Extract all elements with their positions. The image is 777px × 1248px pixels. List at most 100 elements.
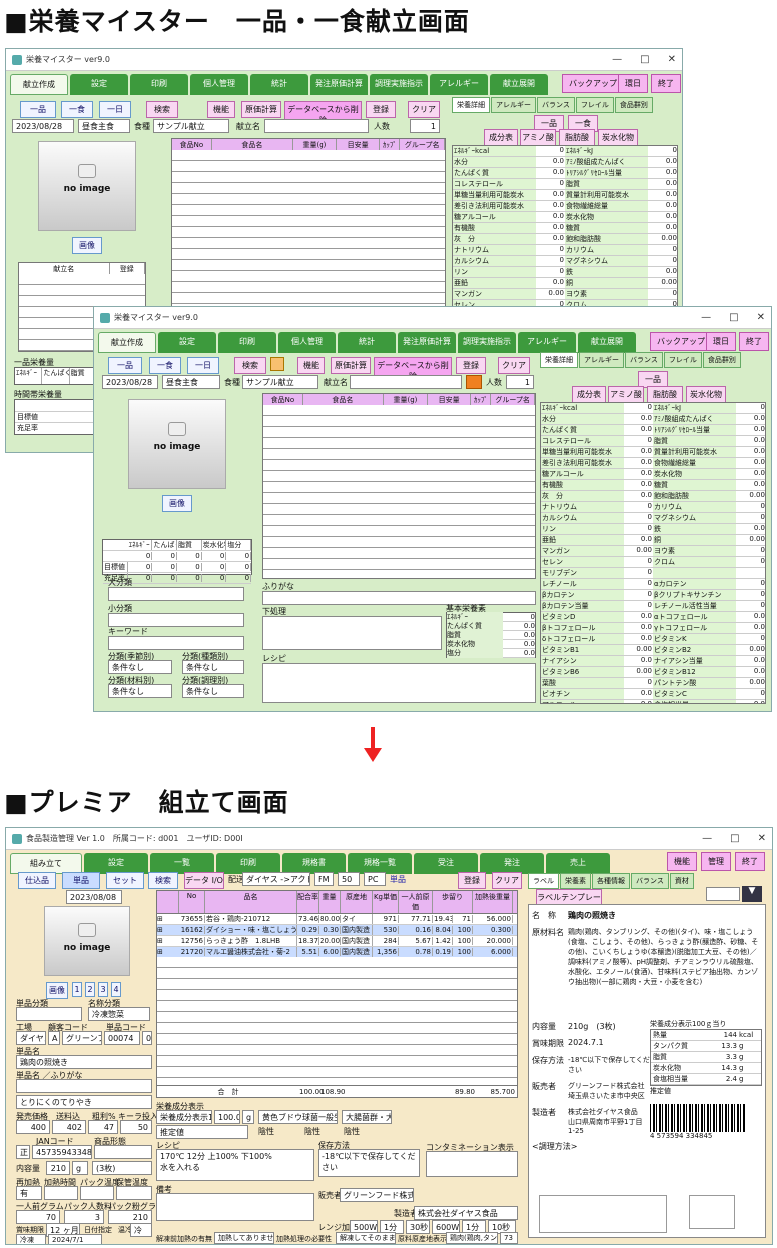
ondo-select[interactable]: 冷 bbox=[130, 1223, 152, 1237]
n-ippin-button[interactable]: 一品 bbox=[534, 115, 564, 132]
kanbi-button[interactable]: 環日 bbox=[706, 332, 736, 351]
naiyouryo-input[interactable]: 210 bbox=[46, 1161, 70, 1175]
tab-settei[interactable]: 設定 bbox=[70, 74, 128, 95]
clear-button[interactable]: クリア bbox=[408, 101, 440, 118]
kanbi-button[interactable]: 環日 bbox=[618, 74, 648, 93]
kanetsu-jikan[interactable] bbox=[44, 1186, 78, 1200]
tab-insatsu[interactable]: 印刷 bbox=[130, 74, 188, 95]
shitashori-input[interactable] bbox=[262, 616, 442, 650]
n-seibun-button[interactable]: 成分表 bbox=[572, 386, 606, 403]
kinou-button[interactable]: 機能 bbox=[297, 357, 325, 374]
ntab-frail[interactable]: フレイル bbox=[663, 352, 702, 368]
naiyouryo-unit[interactable]: g bbox=[72, 1161, 88, 1175]
template-select[interactable] bbox=[706, 887, 740, 901]
tab-kumitate[interactable]: 組み立て bbox=[10, 853, 82, 874]
ntab-shokuhin[interactable]: 食品群別 bbox=[614, 97, 653, 113]
date-select[interactable]: 2023/08/28 bbox=[102, 375, 158, 389]
kouba-select[interactable]: ダイヤス bbox=[16, 1031, 46, 1045]
n-shibou-button[interactable]: 脂肪酸 bbox=[559, 129, 595, 146]
ntab-frail[interactable]: フレイル bbox=[575, 97, 614, 113]
zairyo-select[interactable]: 条件なし bbox=[108, 684, 172, 698]
kinou-button[interactable]: 機能 bbox=[207, 101, 235, 118]
n-shibou-button[interactable]: 脂肪酸 bbox=[647, 386, 683, 403]
clear-button[interactable]: クリア bbox=[492, 872, 522, 889]
genka-button[interactable]: 原価計算 bbox=[331, 357, 371, 374]
kokyaku-name[interactable]: グリーンフー bbox=[62, 1031, 102, 1045]
kokusai-field[interactable]: 黄色ブドウ球菌一般生菌 bbox=[258, 1110, 338, 1124]
page-3[interactable]: 3 bbox=[98, 982, 108, 997]
page-4[interactable]: 4 bbox=[111, 982, 121, 997]
tab-hacchu[interactable]: 発注原価計算 bbox=[310, 74, 368, 95]
tanpin-bunrui-select[interactable] bbox=[16, 1007, 82, 1021]
tanpin-code-n[interactable]: 0 bbox=[142, 1031, 152, 1045]
tab-settei[interactable]: 設定 bbox=[158, 332, 216, 353]
gazou-button[interactable]: 画像 bbox=[72, 237, 102, 254]
tab-kikakusho[interactable]: 規格書 bbox=[282, 853, 346, 874]
shikake-button[interactable]: 仕込品 bbox=[18, 872, 56, 889]
furigana-input[interactable] bbox=[262, 591, 536, 605]
data-io-button[interactable]: データ I/O bbox=[184, 872, 224, 889]
saikanetsu-select[interactable]: 有 bbox=[16, 1186, 42, 1200]
folder-icon[interactable] bbox=[270, 357, 284, 371]
expand-icon[interactable]: ⊞ bbox=[157, 948, 163, 956]
ninzu-select[interactable]: 1 bbox=[410, 119, 440, 133]
ntab-allergy[interactable]: アレルギー bbox=[579, 352, 624, 368]
chevron-down-icon[interactable]: ▼ bbox=[742, 886, 762, 902]
tab-tenkai[interactable]: 献立展開 bbox=[578, 332, 636, 353]
eiyou-unit[interactable]: g bbox=[242, 1110, 254, 1124]
ntab-balance[interactable]: バランス bbox=[537, 97, 575, 113]
shokushu-select[interactable]: サンプル献立 bbox=[242, 375, 318, 389]
meigara-select[interactable]: 冷凍惣菜 bbox=[88, 1007, 150, 1021]
ntab-balance[interactable]: バランス bbox=[625, 352, 663, 368]
seizou-input[interactable]: 株式会社ダイヤス食品 bbox=[414, 1206, 518, 1220]
meal-select[interactable]: 昼食主食 bbox=[162, 375, 220, 389]
window-controls[interactable]: —□✕ bbox=[702, 833, 766, 844]
shokushu-select[interactable]: サンプル献立 bbox=[153, 119, 229, 133]
tab-toukei[interactable]: 統計 bbox=[250, 74, 308, 95]
tab-chouri[interactable]: 調理実施指示 bbox=[370, 74, 428, 95]
fm-select[interactable]: FM bbox=[314, 872, 334, 886]
rtab-label[interactable]: ラベル bbox=[528, 873, 559, 889]
n-tansui-button[interactable]: 炭水化物 bbox=[598, 129, 638, 146]
kanetsu-hitsuyo-select[interactable]: 解凍してそのまま bbox=[336, 1232, 396, 1244]
expand-icon[interactable]: ⊞ bbox=[157, 937, 163, 945]
ntab-shousai[interactable]: 栄養詳細 bbox=[540, 352, 578, 368]
tab-juchu[interactable]: 受注 bbox=[414, 853, 478, 874]
backup-button[interactable]: バックアップ bbox=[562, 74, 624, 93]
tab-kondate[interactable]: 献立作成 bbox=[98, 332, 156, 353]
kensaku-button[interactable]: 検索 bbox=[234, 357, 266, 374]
backup-button[interactable]: バックアップ bbox=[650, 332, 712, 351]
kensaku-button[interactable]: 検索 bbox=[146, 101, 178, 118]
kinou-button[interactable]: 機能 bbox=[667, 852, 697, 871]
recipe-input[interactable] bbox=[262, 663, 536, 703]
arrow-button[interactable] bbox=[466, 375, 482, 389]
ntab-allergy[interactable]: アレルギー bbox=[491, 97, 536, 113]
tab-kojin[interactable]: 個人管理 bbox=[278, 332, 336, 353]
tab-ichiran[interactable]: 一覧 bbox=[150, 853, 214, 874]
daichou-field[interactable]: 大腸菌群・大腸 bbox=[342, 1110, 392, 1124]
tab-insatsu[interactable]: 印刷 bbox=[218, 332, 276, 353]
shoubunrui-select[interactable] bbox=[108, 613, 244, 627]
touroku-button[interactable]: 登録 bbox=[456, 357, 486, 374]
keyword-input[interactable] bbox=[108, 636, 244, 650]
tab-insatsu[interactable]: 印刷 bbox=[216, 853, 280, 874]
tab-chouri[interactable]: 調理実施指示 bbox=[458, 332, 516, 353]
tab-hacchu[interactable]: 発注原価計算 bbox=[398, 332, 456, 353]
tab-toukei[interactable]: 統計 bbox=[338, 332, 396, 353]
rtab-balance[interactable]: バランス bbox=[631, 873, 669, 889]
tab-allergy[interactable]: アレルギー bbox=[518, 332, 576, 353]
suitei-select[interactable]: 推定値 bbox=[156, 1125, 248, 1139]
tanpinmei2-input[interactable] bbox=[16, 1079, 152, 1093]
furigana-input[interactable]: とりにくのてりやき bbox=[16, 1095, 152, 1109]
daibunrui-select[interactable] bbox=[108, 587, 244, 601]
naiyouryo-note[interactable]: (3枚) bbox=[92, 1161, 152, 1175]
ippin-button[interactable]: 一品 bbox=[108, 357, 142, 374]
kaihin-date[interactable]: 2024/7/1 bbox=[48, 1234, 102, 1244]
souryou-input[interactable]: 402 bbox=[52, 1120, 86, 1134]
page-2[interactable]: 2 bbox=[85, 982, 95, 997]
tab-kojin[interactable]: 個人管理 bbox=[190, 74, 248, 95]
tab-settei[interactable]: 設定 bbox=[84, 853, 148, 874]
expand-icon[interactable]: ⊞ bbox=[157, 926, 163, 934]
set-button[interactable]: セット bbox=[106, 872, 144, 889]
